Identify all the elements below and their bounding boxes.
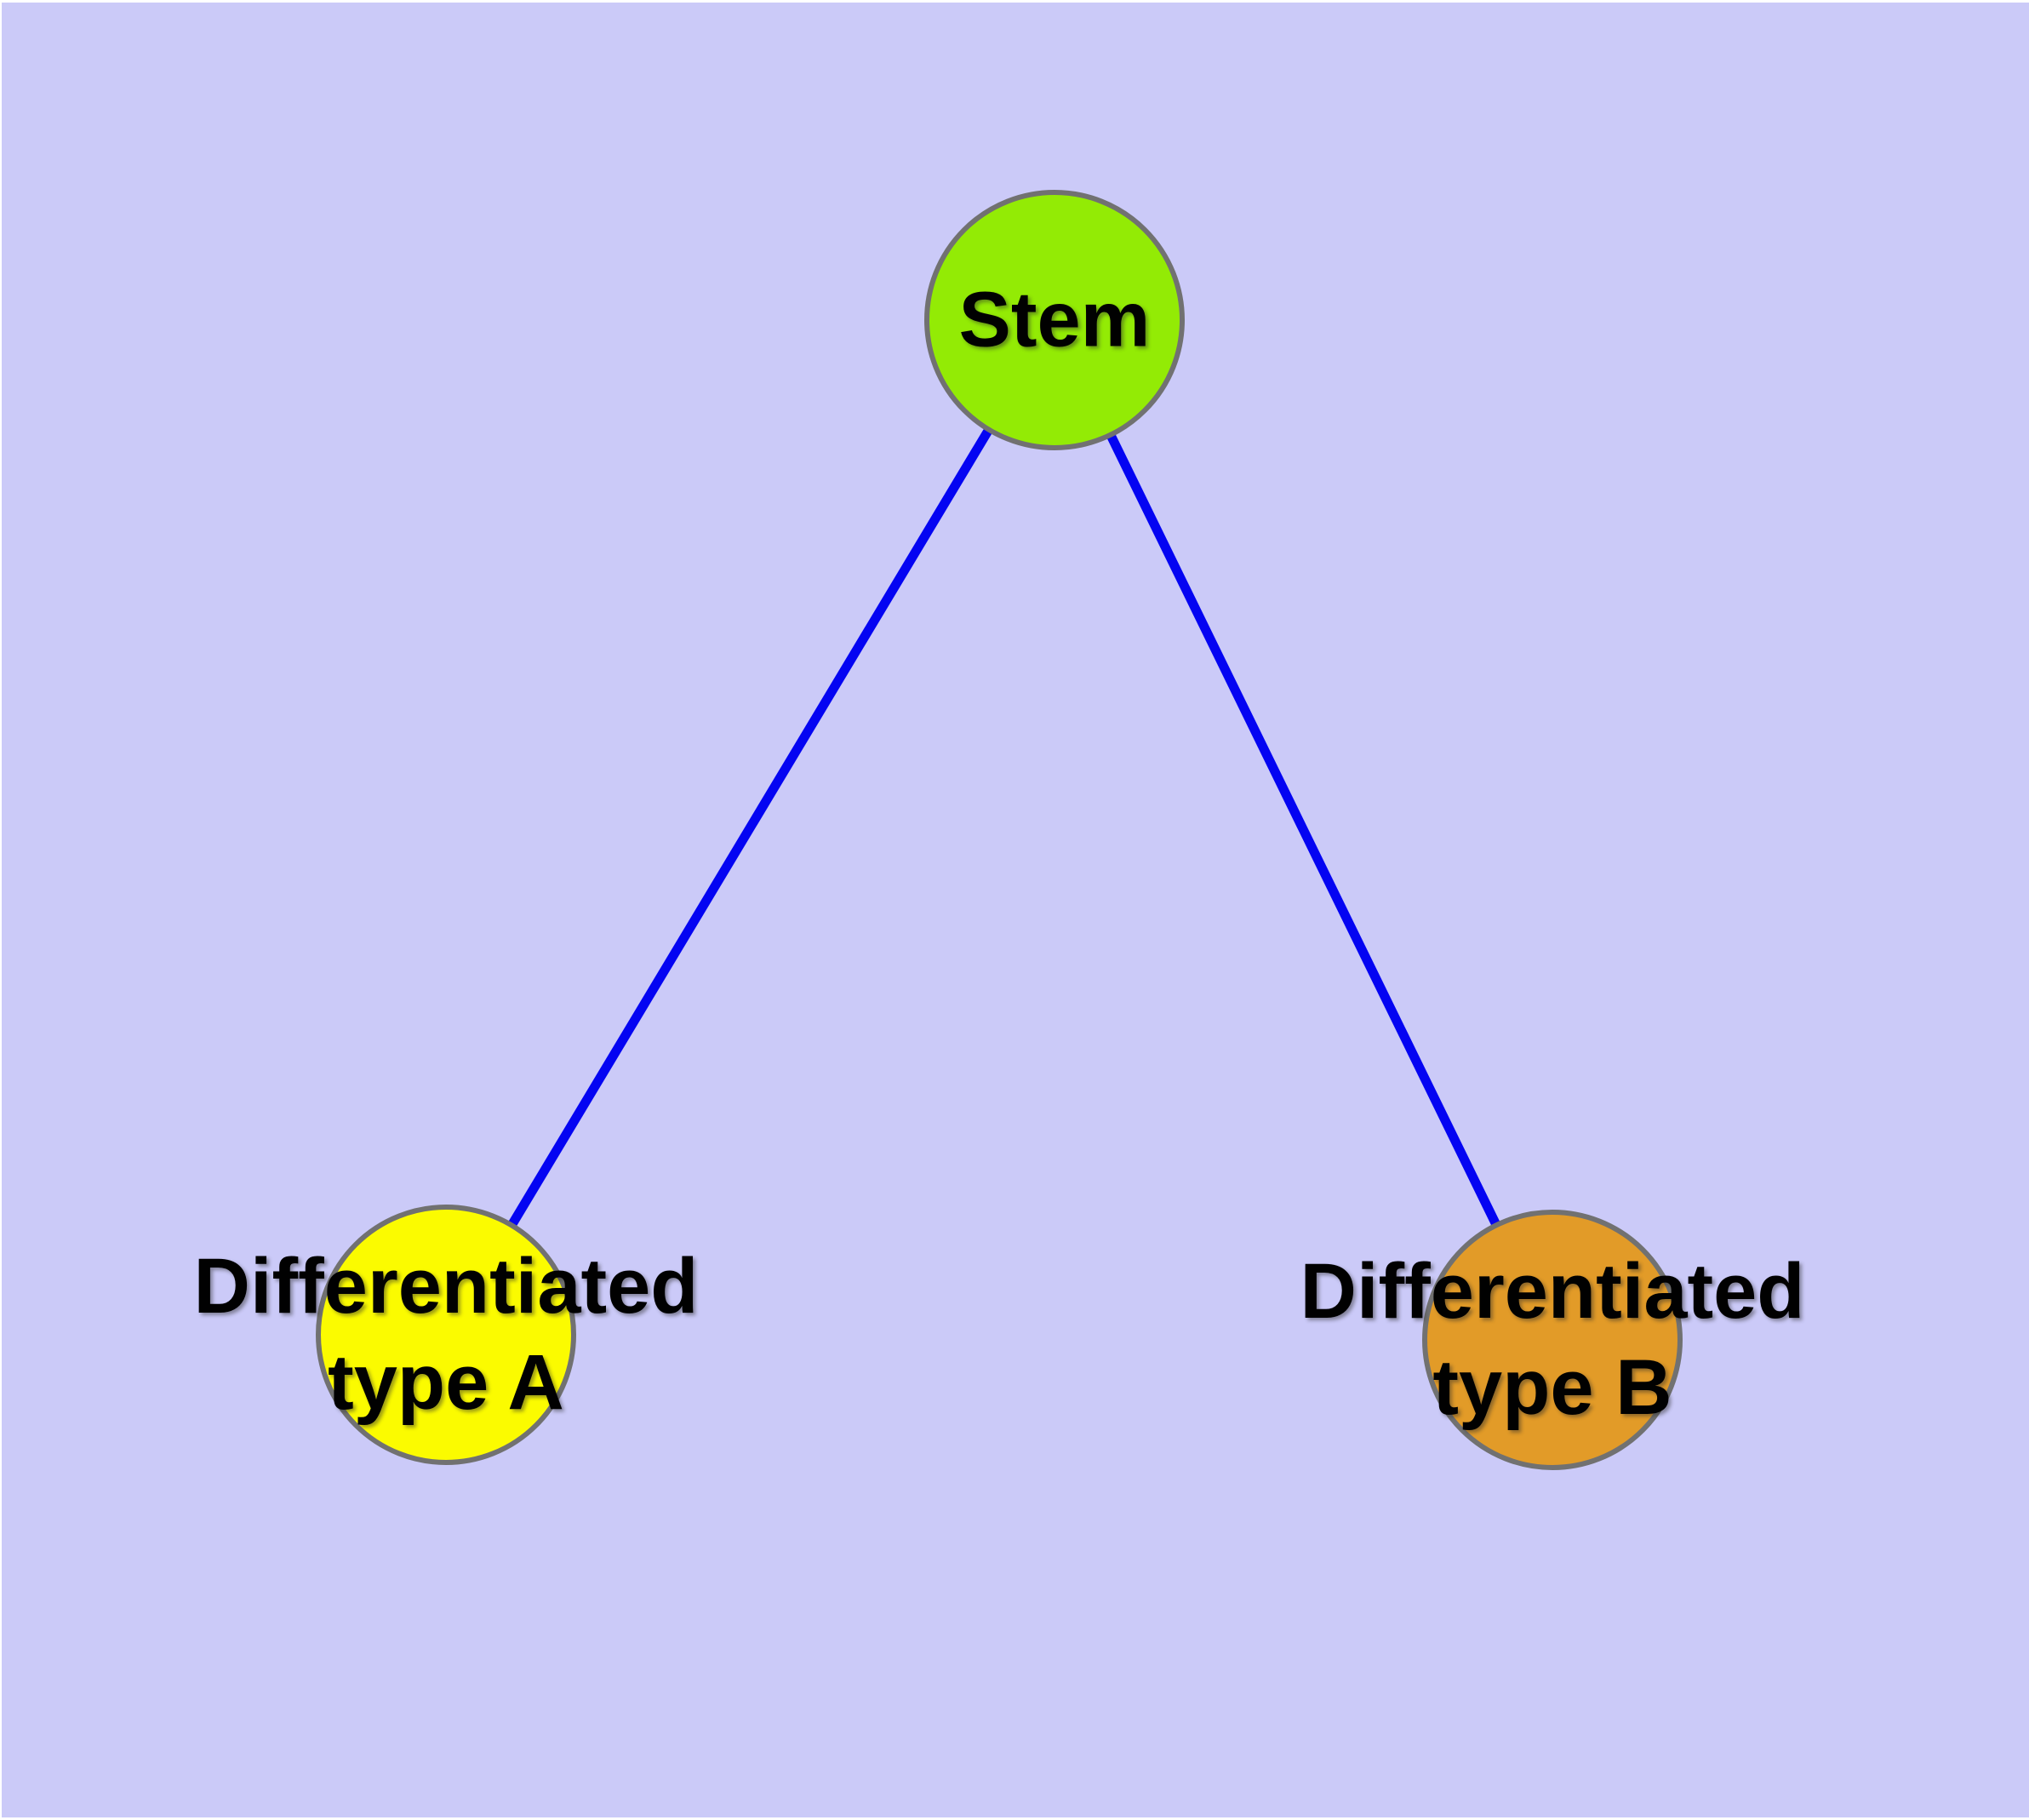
node-type-b-circle — [1422, 1210, 1683, 1470]
edge-stem-to-type-b — [1050, 318, 1557, 1342]
edge-stem-to-type-a — [442, 318, 1059, 1337]
node-stem-circle — [924, 190, 1185, 450]
node-type-a-circle — [316, 1205, 576, 1465]
graph-svg — [2, 3, 2029, 1817]
diagram-canvas: Stem Differentiated type A Differentiate… — [2, 3, 2029, 1817]
